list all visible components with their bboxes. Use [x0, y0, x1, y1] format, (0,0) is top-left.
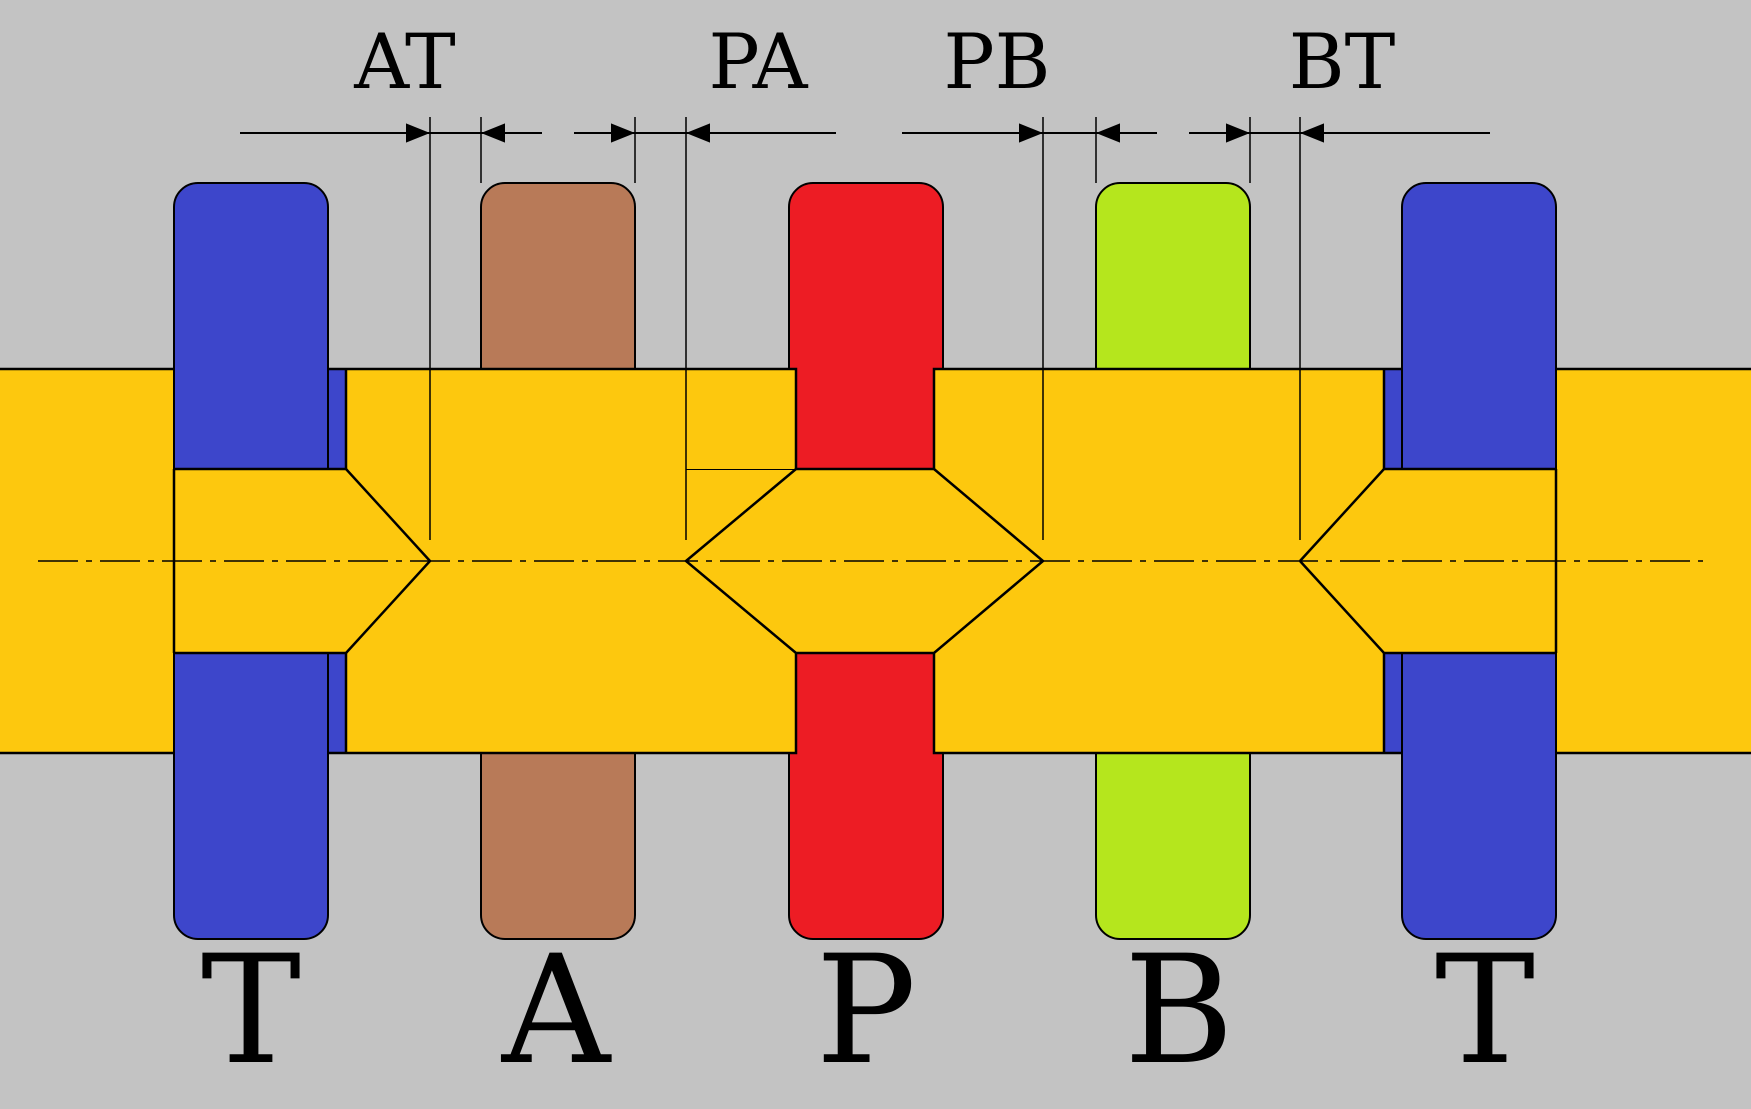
port-label-t-right: T: [1435, 924, 1535, 1098]
dimension-extension-lines: [429, 117, 1301, 540]
port-label-t-left: T: [201, 924, 301, 1098]
tank-groove-left-top: [327, 368, 347, 470]
spool-neck-bottom-right: [934, 653, 1384, 753]
spool-neck-top-left: [346, 369, 796, 469]
tank-groove-right-bottom: [1383, 652, 1403, 754]
spool-neck-top-right: [934, 369, 1384, 469]
dim-label-at: AT: [353, 17, 455, 106]
tank-groove-left-bottom: [327, 652, 347, 754]
port-labels: T A P B T: [201, 924, 1535, 1098]
dim-label-pb: PB: [944, 17, 1051, 106]
port-label-a: A: [501, 924, 612, 1098]
tank-groove-right-top: [1383, 368, 1403, 470]
spool-neck-bottom-left: [346, 653, 796, 753]
port-label-p: P: [816, 924, 917, 1098]
dimension-labels: AT PA PB BT: [353, 17, 1395, 106]
dim-label-bt: BT: [1289, 17, 1396, 106]
port-label-b: B: [1124, 924, 1234, 1098]
dim-label-pa: PA: [708, 17, 808, 106]
